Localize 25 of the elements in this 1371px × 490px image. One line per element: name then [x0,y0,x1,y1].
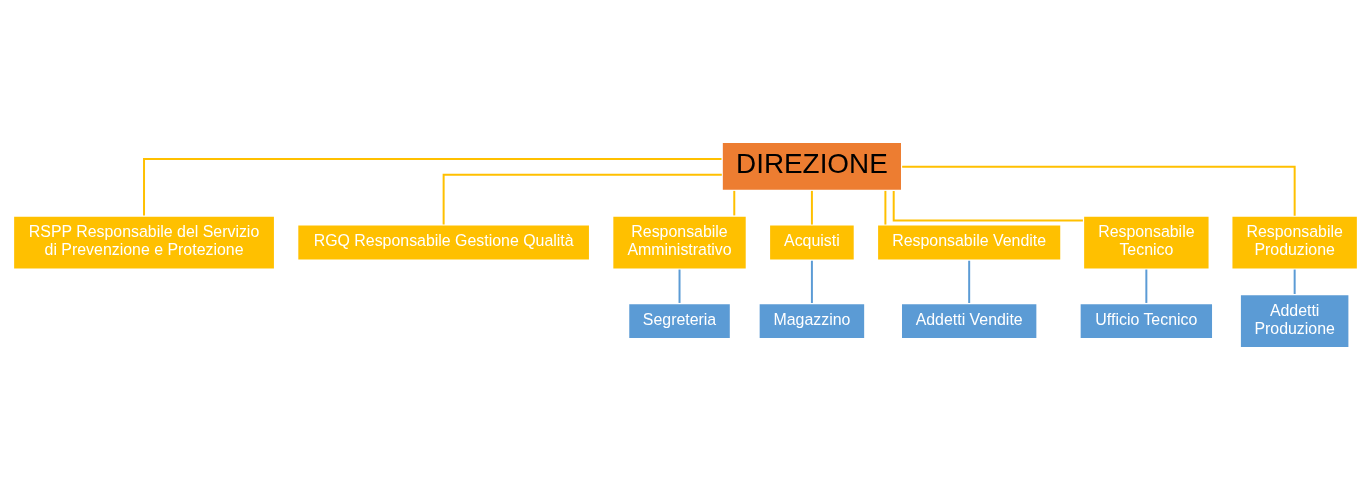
node-box: Responsabile Amministrativo [611,214,748,271]
connector [678,268,681,304]
connector [1145,268,1148,304]
connector [733,189,736,217]
node-box: Responsabile Vendite [876,223,1063,262]
node-box: Acquisti [768,223,856,262]
node-box: Responsabile Produzione [1230,214,1359,271]
connector [884,189,887,226]
node-box: Magazzino [757,302,867,341]
node-box: Addetti Vendite [900,302,1039,341]
node-box: RSPP Responsabile del Servizio di Prevenzione e Protezione [12,214,276,271]
node-box: DIREZIONE [720,141,903,192]
node-box: Addetti Produzione [1238,293,1351,349]
node-box: Responsabile Tecnico [1082,214,1211,271]
connector [901,165,1296,217]
connector [810,189,813,226]
connector [810,259,813,304]
connector [143,157,723,217]
connector [968,259,971,304]
node-box: Segreteria [627,302,732,341]
node-box: RGQ Responsabile Gestione Qualità [296,223,591,262]
connector [1293,268,1296,296]
connector [892,189,1084,222]
node-box: Ufficio Tecnico [1078,302,1215,341]
connector [442,173,723,226]
